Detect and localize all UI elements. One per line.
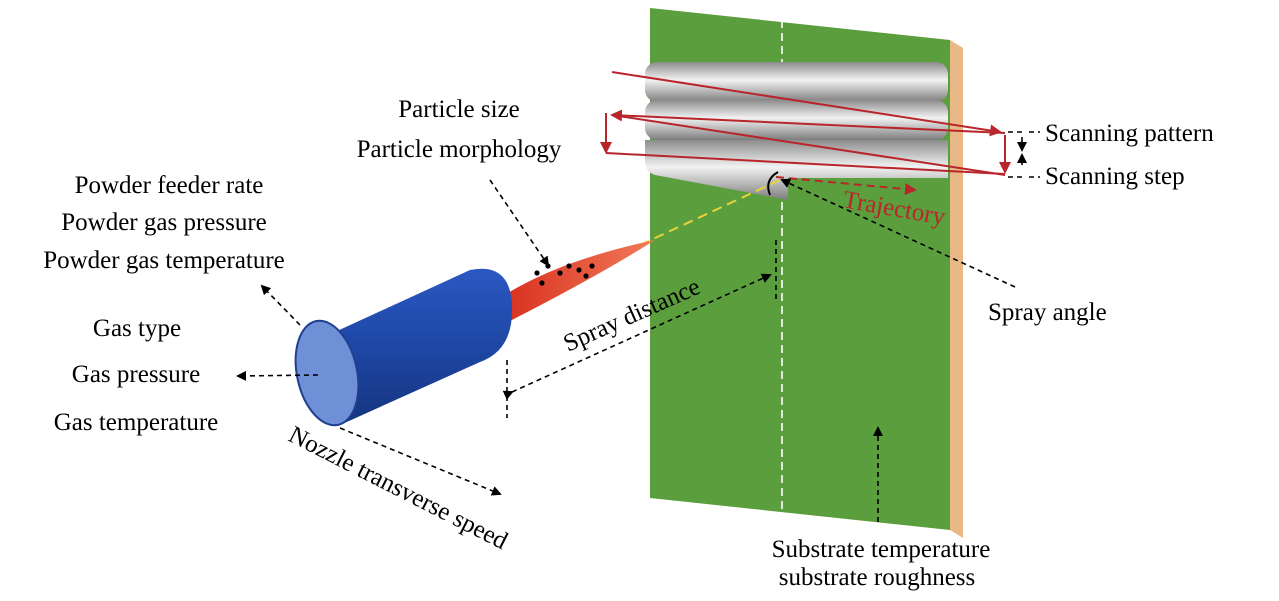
label-powder-feeder-rate: Powder feeder rate bbox=[75, 172, 264, 199]
callout-arrows bbox=[236, 131, 1040, 522]
label-powder-gas-pressure: Powder gas pressure bbox=[61, 209, 267, 236]
deposited-tracks bbox=[645, 62, 948, 200]
nozzle bbox=[294, 268, 513, 427]
label-spray-angle: Spray angle bbox=[988, 299, 1107, 326]
label-powder-gas-temperature: Powder gas temperature bbox=[43, 247, 285, 274]
arrow-nozzle-speed bbox=[339, 427, 502, 496]
label-nozzle-transverse-speed: Nozzle transverse speed bbox=[284, 421, 512, 555]
label-particle-morphology: Particle morphology bbox=[357, 136, 562, 163]
label-gas-type: Gas type bbox=[93, 315, 181, 342]
spray-angle-arc bbox=[767, 171, 779, 196]
label-substrate-roughness: substrate roughness bbox=[779, 564, 976, 591]
label-gas-pressure: Gas pressure bbox=[72, 361, 200, 388]
arrow-powder bbox=[260, 284, 301, 326]
arrow-particle bbox=[489, 179, 550, 267]
track-1 bbox=[645, 62, 948, 102]
substrate-edge bbox=[950, 40, 963, 538]
label-scanning-pattern: Scanning pattern bbox=[1045, 120, 1214, 147]
label-gas-temperature: Gas temperature bbox=[54, 409, 219, 436]
arrow-spray-distance bbox=[502, 273, 772, 400]
label-scanning-step: Scanning step bbox=[1045, 163, 1185, 190]
track-2 bbox=[645, 100, 948, 140]
scanning-lines bbox=[600, 71, 1011, 196]
arrow-gas bbox=[236, 370, 319, 381]
arrow-spray-angle bbox=[780, 178, 1016, 288]
label-particle-size: Particle size bbox=[398, 96, 519, 123]
label-substrate-temperature: Substrate temperature bbox=[772, 536, 991, 563]
nozzle-face bbox=[294, 319, 360, 427]
spray-line bbox=[639, 179, 781, 246]
